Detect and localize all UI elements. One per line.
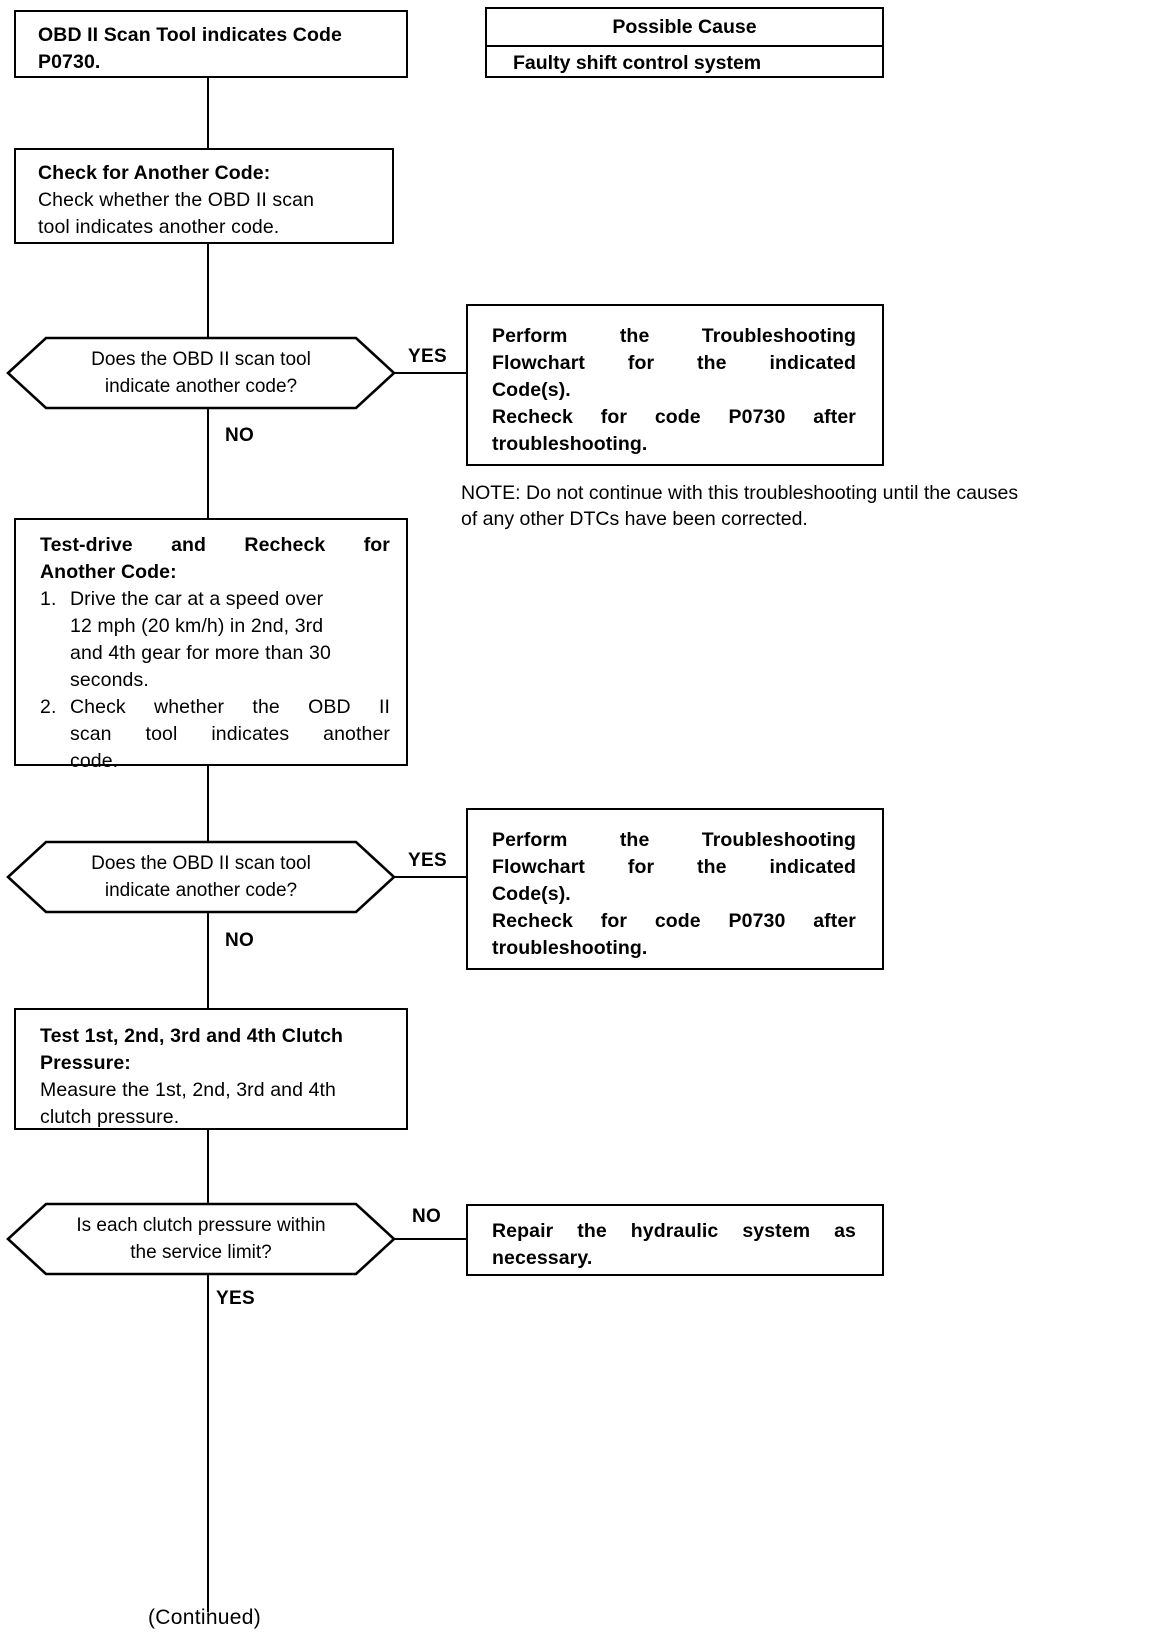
connector-testdrive-to-decision2	[207, 766, 209, 844]
node-action2-line1: Perform the Troubleshooting	[492, 829, 856, 851]
connector-decision2-no	[207, 912, 209, 1010]
node-test-clutch-pressure: Test 1st, 2nd, 3rd and 4th Clutch Pressu…	[14, 1008, 408, 1130]
node-start-text: OBD II Scan Tool indicates Code P0730.	[38, 22, 392, 76]
node-action3-line1: Repair the hydraulic system as	[492, 1220, 856, 1242]
node-testdrive-title1: Test-drive and Recheck for	[40, 534, 390, 556]
node-testdrive-list: 1. Drive the car at a speed over 12 mph …	[40, 586, 390, 775]
decision-2: Does the OBD II scan tool indicate anoth…	[6, 840, 396, 914]
node-action3-text: Repair the hydraulic system as necessary…	[492, 1218, 856, 1272]
node-action2-line2: Flowchart for the indicated	[492, 856, 856, 878]
node-action2-text: Perform the Troubleshooting Flowchart fo…	[492, 827, 856, 962]
connector-clutch-to-decision3	[207, 1130, 209, 1206]
node-testdrive-item-1: 1. Drive the car at a speed over 12 mph …	[40, 586, 390, 694]
decision-3-text: Is each clutch pressure within the servi…	[54, 1202, 348, 1276]
decision-3: Is each clutch pressure within the servi…	[6, 1202, 396, 1276]
decision-2-line2: indicate another code?	[104, 880, 298, 901]
node-check-title: Check for Another Code:	[38, 162, 271, 184]
note-dtc-correction: NOTE: Do not continue with this troubles…	[461, 480, 1161, 532]
label-decision3-no: NO	[412, 1206, 442, 1227]
node-clutch-line1: Measure the 1st, 2nd, 3rd and 4th	[40, 1079, 336, 1101]
decision-1-text: Does the OBD II scan tool indicate anoth…	[54, 336, 348, 410]
decision-2-shape	[6, 840, 396, 914]
label-decision3-yes: YES	[216, 1288, 255, 1309]
node-testdrive-text: Test-drive and Recheck for Another Code:…	[40, 532, 390, 775]
node-action-perform-troubleshooting-1: Perform the Troubleshooting Flowchart fo…	[466, 304, 884, 466]
label-decision1-yes: YES	[408, 346, 447, 367]
label-decision2-no: NO	[225, 930, 255, 951]
connector-start-to-check	[207, 78, 209, 148]
node-testdrive-item2-line1: Check whether the OBD II	[70, 696, 390, 718]
connector-decision3-yes	[207, 1274, 209, 1612]
node-testdrive-item2-line2: scan tool indicates another	[70, 723, 390, 745]
node-test-drive-recheck: Test-drive and Recheck for Another Code:…	[14, 518, 408, 772]
node-testdrive-item1-line1: Drive the car at a speed over	[70, 588, 324, 610]
node-check-line1: Check whether the OBD II scan	[38, 189, 315, 211]
node-testdrive-item2-number: 2.	[40, 696, 57, 718]
connector-decision1-yes	[394, 372, 466, 374]
label-decision2-yes: YES	[408, 850, 447, 871]
decision-2-text: Does the OBD II scan tool indicate anoth…	[54, 840, 348, 914]
node-action1-line4: Recheck for code P0730 after	[492, 406, 856, 428]
node-testdrive-item2-line3: code.	[70, 750, 119, 772]
decision-3-shape	[6, 1202, 396, 1276]
connector-check-to-decision1	[207, 244, 209, 358]
node-clutch-line2: clutch pressure.	[40, 1106, 180, 1128]
continued-label: (Continued)	[148, 1606, 262, 1629]
node-check-for-another-code: Check for Another Code: Check whether th…	[14, 148, 394, 244]
node-start: OBD II Scan Tool indicates Code P0730.	[14, 10, 408, 78]
decision-1-line2: indicate another code?	[104, 376, 298, 397]
node-action1-line3: Code(s).	[492, 379, 571, 401]
node-testdrive-item-2: 2. Check whether the OBD II scan tool in…	[40, 694, 390, 775]
node-start-line2: P0730.	[38, 51, 101, 73]
decision-1-shape	[6, 336, 396, 410]
node-action1-line1: Perform the Troubleshooting	[492, 325, 856, 347]
node-action1-line2: Flowchart for the indicated	[492, 352, 856, 374]
node-action-repair-hydraulic-system: Repair the hydraulic system as necessary…	[466, 1204, 884, 1276]
node-action2-line5: troubleshooting.	[492, 937, 648, 959]
decision-2-line1: Does the OBD II scan tool	[91, 853, 311, 874]
node-action3-line2: necessary.	[492, 1247, 593, 1269]
node-clutch-title1: Test 1st, 2nd, 3rd and 4th Clutch	[40, 1025, 344, 1047]
node-testdrive-title2: Another Code:	[40, 561, 177, 583]
node-action-perform-troubleshooting-2: Perform the Troubleshooting Flowchart fo…	[466, 808, 884, 970]
node-start-line1: OBD II Scan Tool indicates Code	[38, 24, 342, 46]
node-check-text: Check for Another Code: Check whether th…	[38, 160, 378, 241]
node-testdrive-item1-line4: seconds.	[70, 669, 149, 691]
possible-cause-table: Possible Cause Faulty shift control syst…	[485, 7, 884, 78]
node-check-line2: tool indicates another code.	[38, 216, 280, 238]
node-testdrive-item1-line2: 12 mph (20 km/h) in 2nd, 3rd	[70, 615, 324, 637]
node-action1-text: Perform the Troubleshooting Flowchart fo…	[492, 323, 856, 458]
node-clutch-title2: Pressure:	[40, 1052, 131, 1074]
node-testdrive-item1-line3: and 4th gear for more than 30	[70, 642, 331, 664]
decision-3-line1: Is each clutch pressure within	[76, 1215, 326, 1236]
label-decision1-no: NO	[225, 425, 255, 446]
decision-1-line1: Does the OBD II scan tool	[91, 349, 311, 370]
node-action2-line4: Recheck for code P0730 after	[492, 910, 856, 932]
possible-cause-header: Possible Cause	[487, 9, 882, 47]
node-action2-line3: Code(s).	[492, 883, 571, 905]
node-testdrive-item1-number: 1.	[40, 588, 57, 610]
decision-3-line2: the service limit?	[130, 1242, 272, 1263]
decision-1: Does the OBD II scan tool indicate anoth…	[6, 336, 396, 410]
node-clutch-text: Test 1st, 2nd, 3rd and 4th Clutch Pressu…	[40, 1023, 396, 1131]
node-action1-line5: troubleshooting.	[492, 433, 648, 455]
connector-decision1-no	[207, 408, 209, 518]
connector-decision2-yes	[394, 876, 466, 878]
note-line1: NOTE: Do not continue with this troubles…	[461, 482, 1019, 504]
connector-decision3-no	[394, 1238, 466, 1240]
note-line2: of any other DTCs have been corrected.	[461, 508, 808, 530]
possible-cause-row-0: Faulty shift control system	[513, 51, 762, 74]
